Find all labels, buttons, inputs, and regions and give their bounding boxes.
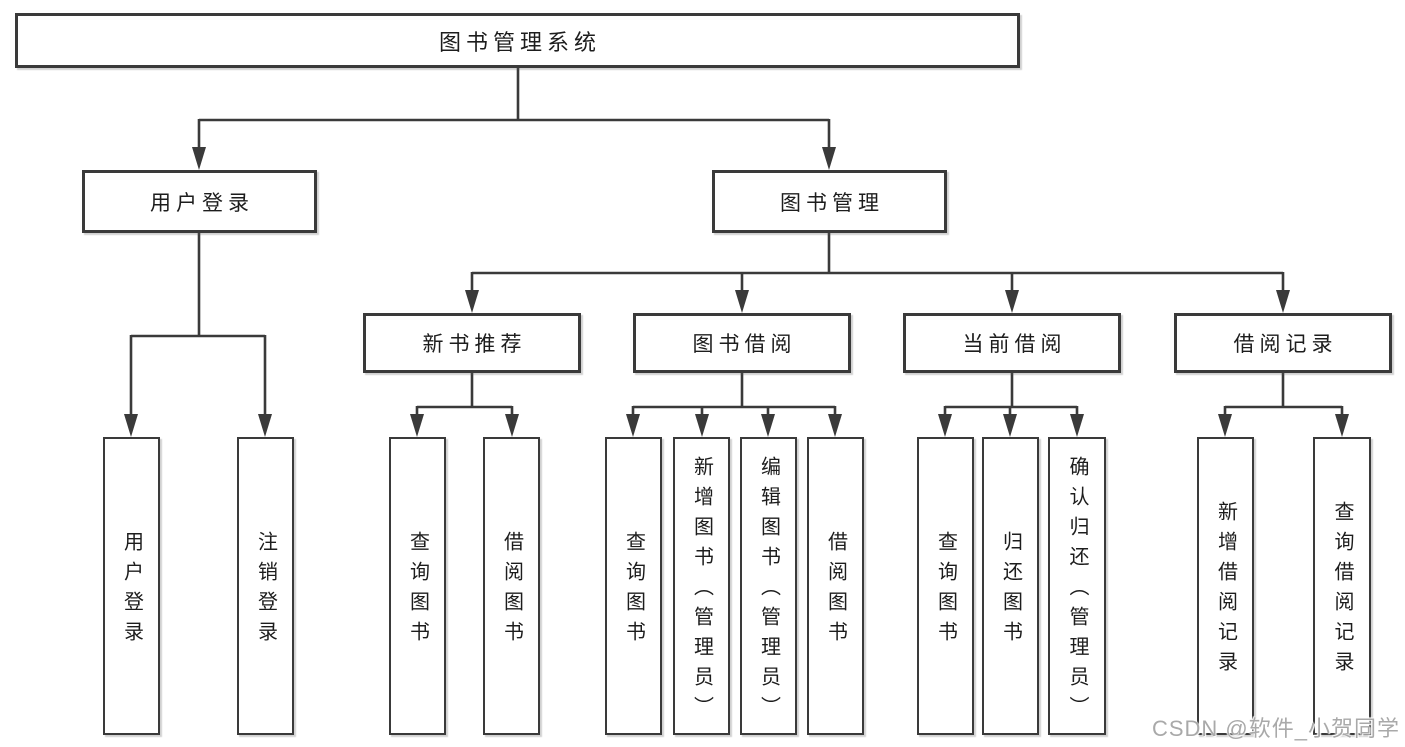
- node-book-management: 图书管理: [712, 170, 947, 233]
- node-root-label: 图书管理系统: [438, 29, 601, 55]
- leaf-edit-books-admin: 编辑图书（管理员）: [740, 437, 797, 735]
- leaf-borrow-books-recommend: 借阅图书: [483, 437, 540, 735]
- leaf-return-books-label: 归还图书: [999, 531, 1022, 651]
- node-user-login-label: 用户登录: [150, 191, 254, 215]
- leaf-borrow-books-borrowing-label: 借阅图书: [824, 531, 847, 651]
- node-borrowing-records-label: 借阅记录: [1233, 333, 1338, 356]
- node-book-borrowing-label: 图书借阅: [692, 333, 797, 356]
- node-root: 图书管理系统: [15, 13, 1020, 68]
- leaf-query-books-recommend-label: 查询图书: [406, 531, 429, 651]
- node-new-book-recommendation: 新书推荐: [363, 313, 581, 373]
- leaf-query-books-current: 查询图书: [917, 437, 974, 735]
- leaf-add-books-admin: 新增图书（管理员）: [673, 437, 730, 735]
- leaf-user-login-label: 用户登录: [120, 531, 143, 651]
- leaf-logout-label: 注销登录: [254, 531, 277, 651]
- node-book-borrowing: 图书借阅: [633, 313, 851, 373]
- node-book-management-label: 图书管理: [780, 191, 884, 215]
- leaf-borrow-books-recommend-label: 借阅图书: [500, 531, 523, 651]
- leaf-query-borrow-record-label: 查询借阅记录: [1331, 501, 1353, 681]
- leaf-confirm-return-admin: 确认归还（管理员）: [1048, 437, 1106, 735]
- leaf-query-books-borrowing: 查询图书: [605, 437, 662, 735]
- leaf-query-borrow-record: 查询借阅记录: [1313, 437, 1371, 735]
- leaf-add-borrow-record-label: 新增借阅记录: [1214, 501, 1237, 681]
- node-current-borrowing: 当前借阅: [903, 313, 1121, 373]
- leaf-confirm-return-admin-label: 确认归还（管理员）: [1066, 456, 1088, 726]
- node-new-book-recommendation-label: 新书推荐: [422, 333, 527, 356]
- leaf-logout: 注销登录: [237, 437, 294, 735]
- tree-edges: [129, 66, 1344, 420]
- node-user-login: 用户登录: [82, 170, 317, 233]
- leaf-edit-books-admin-label: 编辑图书（管理员）: [757, 456, 780, 726]
- leaf-query-books-recommend: 查询图书: [389, 437, 446, 735]
- leaf-query-books-current-label: 查询图书: [934, 531, 957, 651]
- watermark-text: CSDN @软件_小贺同学: [1151, 716, 1400, 741]
- leaf-return-books: 归还图书: [982, 437, 1039, 735]
- arrowheads: [124, 147, 1349, 437]
- leaf-add-books-admin-label: 新增图书（管理员）: [690, 456, 713, 726]
- leaf-user-login: 用户登录: [103, 437, 160, 735]
- leaf-add-borrow-record: 新增借阅记录: [1197, 437, 1254, 735]
- node-borrowing-records: 借阅记录: [1174, 313, 1392, 373]
- node-current-borrowing-label: 当前借阅: [962, 333, 1067, 356]
- leaf-query-books-borrowing-label: 查询图书: [622, 531, 645, 651]
- leaf-borrow-books-borrowing: 借阅图书: [807, 437, 864, 735]
